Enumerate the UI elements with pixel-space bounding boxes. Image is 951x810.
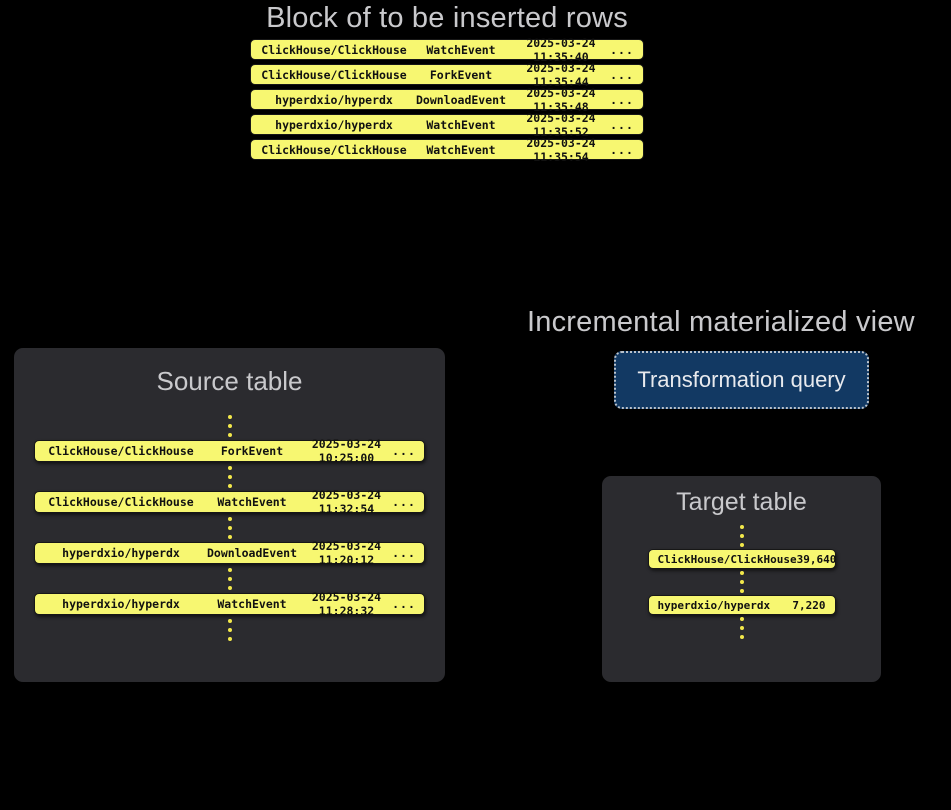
row-repo: ClickHouse/ClickHouse [261,42,407,57]
source-ellipsis [34,615,425,644]
row-timestamp: 2025-03-24 11:35:44 [526,60,596,89]
target-ellipsis [739,523,744,549]
table-row: hyperdxio/hyperdx WatchEvent 2025-03-24 11… [250,111,644,139]
ellipsis-dot [227,636,232,641]
ellipsis-dot [227,618,232,623]
row-timestamp: 2025-03-24 11:20:12 [311,539,382,567]
row-more: ... [610,67,634,82]
row-more: ... [392,495,416,509]
ellipsis-dot [739,525,744,529]
ellipsis-dot [227,567,232,572]
row-event: WatchEvent [217,597,287,611]
table-row: hyperdxio/hyperdx DownloadEvent 2025-03-24… [250,86,644,114]
ellipsis-dot [739,534,744,538]
table-row: hyperdxio/hyperdx WatchEvent 2025-03-24 11… [34,590,425,618]
table-row: ClickHouse/ClickHouse ForkEvent 2025-03-24… [250,61,644,89]
row-event: WatchEvent [426,42,496,57]
ellipsis-dot [227,627,232,632]
row-repo: hyperdxio/hyperdx [62,546,180,560]
row-event: WatchEvent [426,117,496,132]
target-ellipsis [739,615,744,641]
table-row: hyperdxio/hyperdx 7,220 [647,595,836,615]
source-ellipsis [34,462,425,491]
ellipsis-dot [739,571,744,575]
ellipsis-dot [227,414,232,419]
row-event: ForkEvent [220,444,284,458]
source-ellipsis [34,411,425,440]
source-table-title: Source table [156,366,303,396]
row-timestamp: 2025-03-24 11:35:52 [526,110,596,139]
row-event: ForkEvent [429,67,493,82]
row-count: 7,220 [792,598,826,612]
ellipsis-dot [739,589,744,593]
ellipsis-dot [227,465,232,470]
row-timestamp: 2025-03-24 10:25:00 [311,437,382,465]
ellipsis-dot [227,423,232,428]
insert-block-title: Block of to be inserted rows [266,2,628,34]
ellipsis-dot [227,585,232,590]
ellipsis-dot [227,483,232,488]
row-repo: ClickHouse/ClickHouse [48,495,194,509]
row-timestamp: 2025-03-24 11:35:40 [526,35,596,64]
ellipsis-dot [227,474,232,479]
row-more: ... [610,92,634,107]
row-repo: ClickHouse/ClickHouse [657,552,797,566]
row-repo: ClickHouse/ClickHouse [48,444,194,458]
table-row: ClickHouse/ClickHouse WatchEvent 2025-03-2… [34,488,425,516]
row-more: ... [610,142,634,157]
row-repo: hyperdxio/hyperdx [62,597,180,611]
transformation-query-label: Transformation query [637,367,846,392]
ellipsis-dot [227,534,232,539]
row-more: ... [392,597,416,611]
row-repo: ClickHouse/ClickHouse [261,67,407,82]
ellipsis-dot [227,525,232,530]
target-ellipsis [739,569,744,595]
table-row: ClickHouse/ClickHouse ForkEvent 2025-03-24… [34,437,425,465]
ellipsis-dot [227,576,232,581]
ellipsis-dot [739,635,744,639]
row-event: WatchEvent [217,495,287,509]
source-table-rows: ClickHouse/ClickHouse ForkEvent 2025-03-24… [14,411,445,644]
transformation-query-box[interactable]: Transformation query [614,351,869,409]
row-more: ... [392,444,416,458]
ellipsis-dot [227,432,232,437]
materialized-view-heading: Incremental materialized view [527,306,915,338]
row-more: ... [610,117,634,132]
row-timestamp: 2025-03-24 11:35:54 [526,135,596,164]
row-more: ... [392,546,416,560]
row-event: DownloadEvent [206,546,297,560]
row-timestamp: 2025-03-24 11:35:48 [526,85,596,114]
row-repo: hyperdxio/hyperdx [275,92,393,107]
table-row: ClickHouse/ClickHouse WatchEvent 2025-03-2… [250,136,644,164]
table-row: hyperdxio/hyperdx DownloadEvent 2025-03-24… [34,539,425,567]
row-count: 39,640 [796,552,837,566]
row-repo: ClickHouse/ClickHouse [261,142,407,157]
row-more: ... [610,42,634,57]
ellipsis-dot [739,617,744,621]
ellipsis-dot [739,580,744,584]
ellipsis-dot [739,543,744,547]
ellipsis-dot [739,626,744,630]
row-repo: hyperdxio/hyperdx [657,598,771,612]
ellipsis-dot [227,516,232,521]
row-timestamp: 2025-03-24 11:32:54 [311,488,382,516]
row-event: WatchEvent [426,142,496,157]
source-table-panel: Source table ClickHouse/ClickHouse ForkEv… [14,348,445,682]
table-row: ClickHouse/ClickHouse WatchEvent 2025-03-2… [250,36,644,64]
row-event: DownloadEvent [415,92,506,107]
row-timestamp: 2025-03-24 11:28:32 [311,590,382,618]
target-table-title: Target table [676,488,807,516]
source-ellipsis [34,564,425,593]
row-repo: hyperdxio/hyperdx [275,117,393,132]
source-ellipsis [34,513,425,542]
